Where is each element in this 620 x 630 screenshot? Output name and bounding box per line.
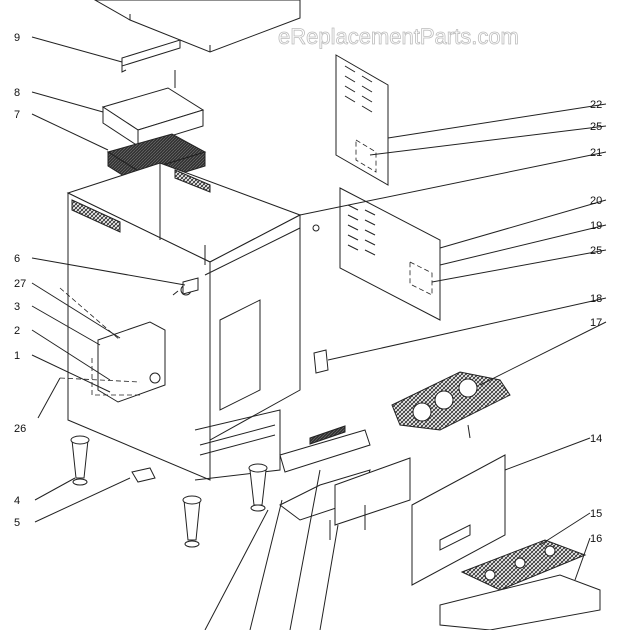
label-2: 2 — [14, 325, 20, 337]
part-15-grate — [460, 539, 587, 591]
label-5: 5 — [14, 517, 20, 529]
label-25a: 25 — [590, 121, 602, 133]
label-21: 21 — [590, 147, 602, 159]
label-15: 15 — [590, 508, 602, 520]
label-27: 27 — [14, 278, 26, 290]
watermark-text: eReplacementParts.com — [278, 24, 519, 49]
label-18: 18 — [590, 293, 602, 305]
label-1: 1 — [14, 350, 20, 362]
label-8: 8 — [14, 87, 20, 99]
label-17: 17 — [590, 317, 602, 329]
label-22: 22 — [590, 99, 602, 111]
label-7: 7 — [14, 109, 20, 121]
part-5-bracket — [131, 467, 156, 483]
part-14-panel — [411, 454, 506, 586]
leader-lines — [31, 36, 607, 630]
label-6: 6 — [14, 253, 20, 265]
label-3: 3 — [14, 301, 20, 313]
top-panel-part — [93, 0, 301, 53]
label-16: 16 — [590, 533, 602, 545]
part-22-panel — [335, 54, 389, 186]
drip-assembly — [279, 425, 411, 540]
part-3-module — [59, 287, 166, 403]
label-14: 14 — [590, 433, 602, 445]
label-25b: 25 — [590, 245, 602, 257]
label-9: 9 — [14, 32, 20, 44]
part-18-clip — [313, 349, 329, 374]
part-20-panel — [339, 187, 441, 321]
part-8-box — [101, 70, 205, 147]
part-9-bracket — [121, 39, 181, 73]
cabinet-body — [66, 162, 320, 481]
part-16-tray — [439, 574, 601, 630]
label-19: 19 — [590, 220, 602, 232]
label-26: 26 — [14, 423, 26, 435]
part-17-grille — [391, 371, 511, 439]
part-6-clip — [172, 277, 199, 296]
part-4-legs — [70, 435, 268, 548]
label-4: 4 — [14, 495, 20, 507]
label-20: 20 — [590, 195, 602, 207]
part-labels: 9 8 7 6 27 3 2 1 26 4 5 22 25 21 20 19 2… — [14, 32, 602, 545]
